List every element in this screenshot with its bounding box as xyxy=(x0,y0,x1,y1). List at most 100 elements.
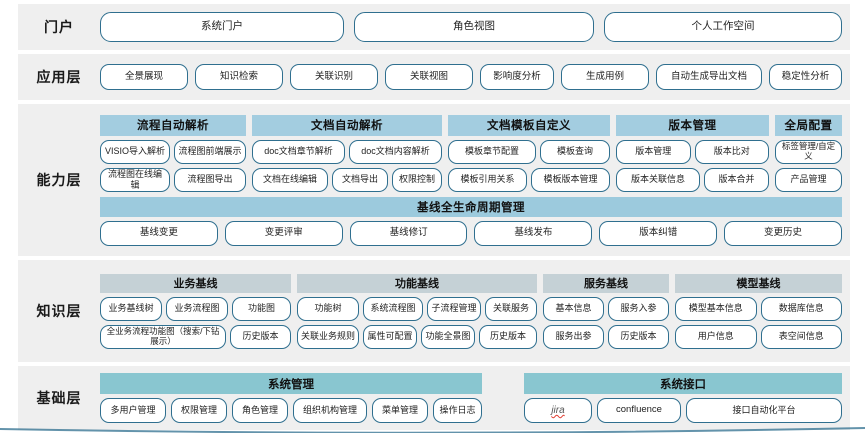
capability-group-title-3: 版本管理 xyxy=(616,114,769,136)
knowledge-item-3-0-0[interactable]: 模型基本信息 xyxy=(675,296,757,321)
capability-item-2-0-1[interactable]: 模板查询 xyxy=(540,139,610,164)
capability-item-1-1-0[interactable]: 文档在线编辑 xyxy=(252,167,328,192)
knowledge-groups: 业务基线树 业务流程图 功能图 全业务流程功能图（搜索/下钻展示） 历史版本 功… xyxy=(100,296,842,349)
capability-item-1-1-2[interactable]: 权限控制 xyxy=(392,167,442,192)
knowledge-item-2-0-1[interactable]: 服务入参 xyxy=(608,296,669,321)
capability-group-title-0: 流程自动解析 xyxy=(100,114,246,136)
knowledge-item-0-1-0[interactable]: 全业务流程功能图（搜索/下钻展示） xyxy=(100,324,226,349)
knowledge-item-3-0-1[interactable]: 数据库信息 xyxy=(760,296,842,321)
knowledge-group-title-3: 模型基线 xyxy=(675,273,842,293)
lifecycle-item-1[interactable]: 变更评审 xyxy=(224,220,343,246)
lifecycle-item-0[interactable]: 基线变更 xyxy=(100,220,218,246)
knowledge-group-0-row-1: 全业务流程功能图（搜索/下钻展示） 历史版本 xyxy=(100,324,291,349)
layer-body-application: 全景展现 知识检索 关联识别 关联视图 影响度分析 生成用例 自动生成导出文档 … xyxy=(100,64,850,90)
layer-body-portal: 系统门户 角色视图 个人工作空间 xyxy=(100,12,850,42)
capability-item-3-1-0[interactable]: 版本关联信息 xyxy=(616,167,700,192)
knowledge-item-2-1-0[interactable]: 服务出参 xyxy=(543,324,604,349)
capability-item-3-0-1[interactable]: 版本比对 xyxy=(694,139,769,164)
knowledge-item-1-0-3[interactable]: 关联服务 xyxy=(485,296,537,321)
layer-portal: 门户 系统门户 角色视图 个人工作空间 xyxy=(18,4,850,50)
capability-item-2-0-0[interactable]: 模板章节配置 xyxy=(448,139,536,164)
knowledge-item-1-0-2[interactable]: 子流程管理 xyxy=(427,296,481,321)
capability-group-4: 标签管理/自定义 产品管理 xyxy=(775,139,842,192)
knowledge-group-1: 功能树 系统流程图 子流程管理 关联服务 关联业务规则 属性可配置 功能全景图 … xyxy=(297,296,537,349)
application-item-7[interactable]: 稳定性分析 xyxy=(769,64,842,90)
capability-item-0-1-0[interactable]: 流程图在线编辑 xyxy=(100,167,170,192)
knowledge-group-1-row-0: 功能树 系统流程图 子流程管理 关联服务 xyxy=(297,296,537,321)
base-item-0-0[interactable]: 多用户管理 xyxy=(100,398,166,423)
capability-item-4-1-0[interactable]: 产品管理 xyxy=(775,167,842,192)
capability-item-2-1-1[interactable]: 模板版本管理 xyxy=(531,167,610,192)
capability-item-3-1-1[interactable]: 版本合并 xyxy=(704,167,769,192)
layer-label-base: 基础层 xyxy=(36,390,82,406)
knowledge-item-0-0-0[interactable]: 业务基线树 xyxy=(100,296,162,321)
capability-group-1-row-1: 文档在线编辑 文档导出 权限控制 xyxy=(252,167,442,192)
capability-item-0-0-1[interactable]: 流程图前端展示 xyxy=(174,139,246,164)
knowledge-item-1-1-1[interactable]: 属性可配置 xyxy=(363,324,417,349)
lifecycle-item-5[interactable]: 变更历史 xyxy=(724,220,842,246)
application-item-5[interactable]: 生成用例 xyxy=(561,64,649,90)
lifecycle-item-3[interactable]: 基线发布 xyxy=(474,220,593,246)
knowledge-item-0-1-1[interactable]: 历史版本 xyxy=(230,324,291,349)
application-item-2[interactable]: 关联识别 xyxy=(290,64,378,90)
layer-label-capability: 能力层 xyxy=(36,172,82,188)
layer-body-knowledge: 业务基线 功能基线 服务基线 模型基线 业务基线树 业务流程图 功能图 全业务流… xyxy=(100,273,850,349)
capability-group-1-row-0: doc文档章节解析 doc文档内容解析 xyxy=(252,139,442,164)
application-item-3[interactable]: 关联视图 xyxy=(385,64,473,90)
base-group-title-1: 系统接口 xyxy=(524,373,842,394)
lifecycle-item-list: 基线变更 变更评审 基线修订 基线发布 版本纠错 变更历史 xyxy=(100,220,842,246)
layer-body-capability: 流程自动解析 文档自动解析 文档模板自定义 版本管理 全局配置 VISIO导入解… xyxy=(100,114,850,246)
capability-item-1-0-0[interactable]: doc文档章节解析 xyxy=(252,139,345,164)
capability-item-0-0-0[interactable]: VISIO导入解析 xyxy=(100,139,170,164)
knowledge-item-0-0-2[interactable]: 功能图 xyxy=(232,296,291,321)
application-item-0[interactable]: 全景展现 xyxy=(100,64,188,90)
capability-group-3-row-0: 版本管理 版本比对 xyxy=(616,139,769,164)
capability-item-1-1-1[interactable]: 文档导出 xyxy=(332,167,388,192)
capability-item-2-1-0[interactable]: 模板引用关系 xyxy=(448,167,527,192)
knowledge-group-3: 模型基本信息 数据库信息 用户信息 表空间信息 xyxy=(675,296,842,349)
portal-item-0[interactable]: 系统门户 xyxy=(100,12,344,42)
base-groups: 多用户管理 权限管理 角色管理 组织机构管理 菜单管理 操作日志 jira co… xyxy=(100,398,842,423)
knowledge-item-3-1-1[interactable]: 表空间信息 xyxy=(760,324,842,349)
base-item-0-4[interactable]: 菜单管理 xyxy=(372,398,428,423)
knowledge-item-1-1-2[interactable]: 功能全景图 xyxy=(421,324,475,349)
application-item-1[interactable]: 知识检索 xyxy=(195,64,283,90)
knowledge-group-2: 基本信息 服务入参 服务出参 历史版本 xyxy=(543,296,669,349)
knowledge-item-1-1-3[interactable]: 历史版本 xyxy=(479,324,537,349)
lifecycle-item-2[interactable]: 基线修订 xyxy=(349,220,468,246)
capability-group-title-1: 文档自动解析 xyxy=(252,114,442,136)
base-item-0-1[interactable]: 权限管理 xyxy=(171,398,227,423)
application-item-4[interactable]: 影响度分析 xyxy=(480,64,554,90)
base-item-1-1[interactable]: confluence xyxy=(597,398,681,423)
lifecycle-title: 基线全生命周期管理 xyxy=(100,196,842,217)
capability-item-1-0-1[interactable]: doc文档内容解析 xyxy=(349,139,442,164)
base-item-1-0[interactable]: jira xyxy=(524,398,592,423)
knowledge-group-headers: 业务基线 功能基线 服务基线 模型基线 xyxy=(100,273,842,293)
knowledge-item-3-1-0[interactable]: 用户信息 xyxy=(675,324,757,349)
capability-item-4-0-0[interactable]: 标签管理/自定义 xyxy=(775,139,842,164)
knowledge-item-2-1-1[interactable]: 历史版本 xyxy=(608,324,669,349)
lifecycle-item-4[interactable]: 版本纠错 xyxy=(599,220,718,246)
capability-item-0-1-1[interactable]: 流程图导出 xyxy=(174,167,246,192)
capability-group-4-row-1: 产品管理 xyxy=(775,167,842,192)
portal-item-2[interactable]: 个人工作空间 xyxy=(604,12,842,42)
knowledge-item-1-0-0[interactable]: 功能树 xyxy=(297,296,359,321)
portal-item-1[interactable]: 角色视图 xyxy=(354,12,594,42)
knowledge-item-0-0-1[interactable]: 业务流程图 xyxy=(166,296,228,321)
knowledge-group-0-row-0: 业务基线树 业务流程图 功能图 xyxy=(100,296,291,321)
base-item-1-2[interactable]: 接口自动化平台 xyxy=(686,398,842,423)
knowledge-item-1-0-1[interactable]: 系统流程图 xyxy=(363,296,423,321)
base-item-0-5[interactable]: 操作日志 xyxy=(433,398,482,423)
capability-item-3-0-0[interactable]: 版本管理 xyxy=(616,139,691,164)
knowledge-group-2-row-1: 服务出参 历史版本 xyxy=(543,324,669,349)
layer-application: 应用层 全景展现 知识检索 关联识别 关联视图 影响度分析 生成用例 自动生成导… xyxy=(18,54,850,100)
base-group-title-0: 系统管理 xyxy=(100,373,482,394)
application-item-6[interactable]: 自动生成导出文档 xyxy=(656,64,762,90)
base-group-headers: 系统管理 系统接口 xyxy=(100,373,842,394)
base-item-0-2[interactable]: 角色管理 xyxy=(232,398,288,423)
knowledge-item-2-0-0[interactable]: 基本信息 xyxy=(543,296,604,321)
knowledge-item-1-1-0[interactable]: 关联业务规则 xyxy=(297,324,359,349)
capability-group-1: doc文档章节解析 doc文档内容解析 文档在线编辑 文档导出 权限控制 xyxy=(252,139,442,192)
base-item-0-3[interactable]: 组织机构管理 xyxy=(293,398,367,423)
